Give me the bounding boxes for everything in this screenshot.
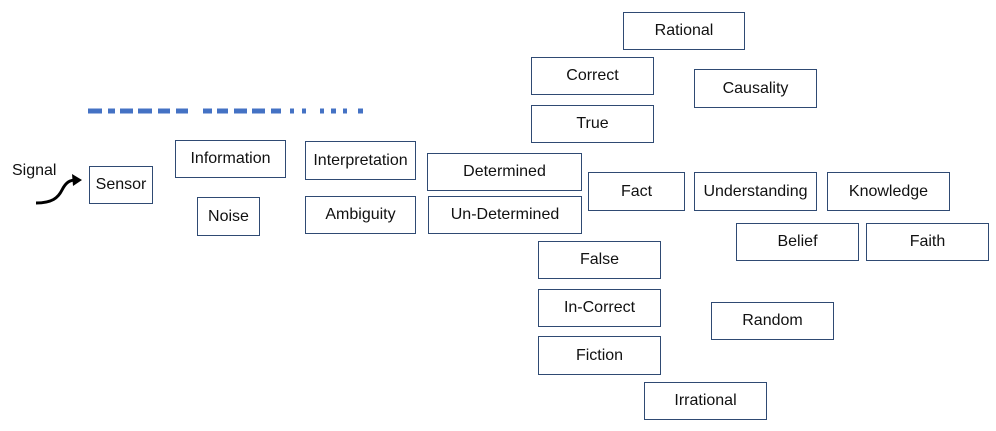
true-node: True [531, 105, 654, 143]
knowledge-node: Knowledge [827, 172, 950, 211]
signal-label: Signal [12, 162, 57, 179]
curved-arrow-icon [35, 174, 82, 205]
faith-node: Faith [866, 223, 989, 261]
un-determined-node: Un-Determined [428, 196, 582, 234]
fact-node: Fact [588, 172, 685, 211]
rational-node: Rational [623, 12, 745, 50]
interpretation-node: Interpretation [305, 141, 416, 180]
ambiguity-node: Ambiguity [305, 196, 416, 234]
causality-node: Causality [694, 69, 817, 108]
information-node: Information [175, 140, 286, 178]
fiction-node: Fiction [538, 336, 661, 375]
belief-node: Belief [736, 223, 859, 261]
false-node: False [538, 241, 661, 279]
determined-node: Determined [427, 153, 582, 191]
understanding-node: Understanding [694, 172, 817, 211]
correct-node: Correct [531, 57, 654, 95]
irrational-node: Irrational [644, 382, 767, 420]
sensor-node: Sensor [89, 166, 153, 204]
in-correct-node: In-Correct [538, 289, 661, 327]
noise-node: Noise [197, 197, 260, 236]
random-node: Random [711, 302, 834, 340]
